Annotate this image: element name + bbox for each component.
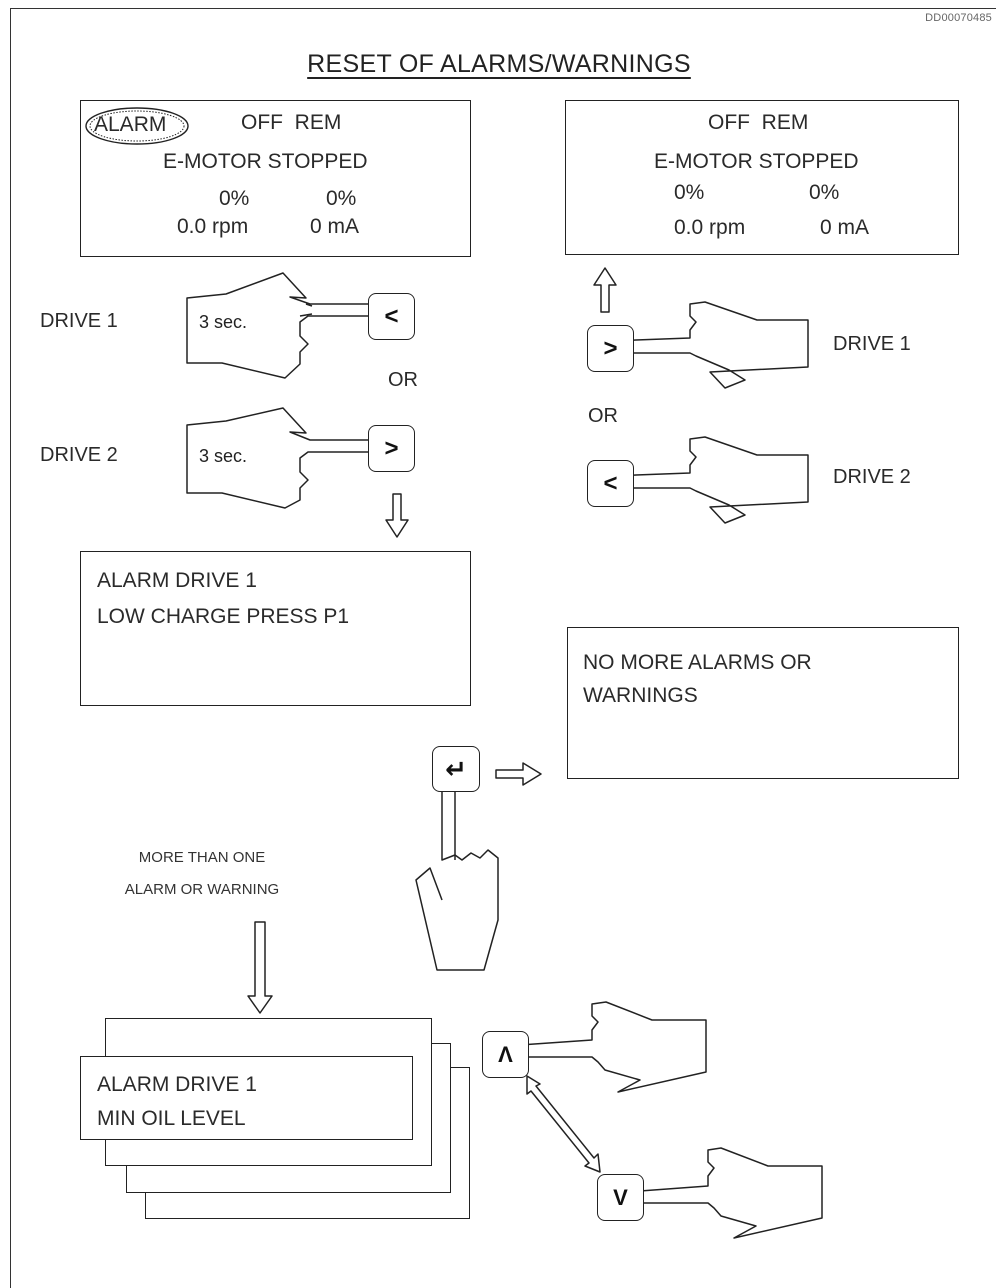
key-right-arrow-drive2[interactable]: >	[368, 425, 415, 472]
up-key[interactable]: Λ	[482, 1031, 529, 1078]
hold-time-1: 3 sec.	[199, 312, 247, 333]
hold-time-2: 3 sec.	[199, 446, 247, 467]
left-drive1-label: DRIVE 1	[40, 310, 118, 333]
lcd-alarm-low-charge: ALARM DRIVE 1 LOW CHARGE PRESS P1	[80, 551, 471, 706]
hand-up	[520, 1002, 706, 1092]
down-key[interactable]: V	[597, 1174, 644, 1221]
more-than-one-line1: MORE THAN ONE	[92, 842, 312, 874]
hand-right-drive1	[616, 302, 808, 388]
right-or-label: OR	[588, 405, 618, 428]
key-left-arrow-drive1[interactable]: <	[368, 293, 415, 340]
key-left-arrow-drive2[interactable]: <	[587, 460, 634, 507]
arrow-up-down	[527, 1076, 600, 1172]
arrow-down-more	[248, 922, 272, 1013]
left-drive2-label: DRIVE 2	[40, 444, 118, 467]
hand-enter	[416, 780, 498, 970]
alarm-line2: LOW CHARGE PRESS P1	[97, 605, 349, 629]
lcd-stack-front: ALARM DRIVE 1 MIN OIL LEVEL	[80, 1056, 413, 1140]
arrow-down-to-alarm	[386, 494, 408, 537]
no-more-line2: WARNINGS	[583, 684, 698, 708]
key-right-arrow-drive1[interactable]: >	[587, 325, 634, 372]
stack-line1: ALARM DRIVE 1	[97, 1073, 257, 1097]
alarm-line1: ALARM DRIVE 1	[97, 569, 257, 593]
right-drive2-label: DRIVE 2	[833, 466, 911, 489]
hand-down	[640, 1148, 822, 1238]
more-than-one-line2: ALARM OR WARNING	[92, 874, 312, 906]
arrow-right-no-more	[496, 763, 541, 785]
enter-key[interactable]: ↵	[432, 746, 480, 792]
more-than-one-text: MORE THAN ONE ALARM OR WARNING	[92, 842, 312, 906]
lcd-no-more-alarms: NO MORE ALARMS OR WARNINGS	[567, 627, 959, 779]
stack-line2: MIN OIL LEVEL	[97, 1107, 246, 1131]
arrow-up-reset	[594, 268, 616, 312]
no-more-line1: NO MORE ALARMS OR	[583, 651, 812, 675]
hand-right-drive2	[620, 437, 808, 523]
right-drive1-label: DRIVE 1	[833, 333, 911, 356]
left-or-label: OR	[388, 369, 418, 392]
